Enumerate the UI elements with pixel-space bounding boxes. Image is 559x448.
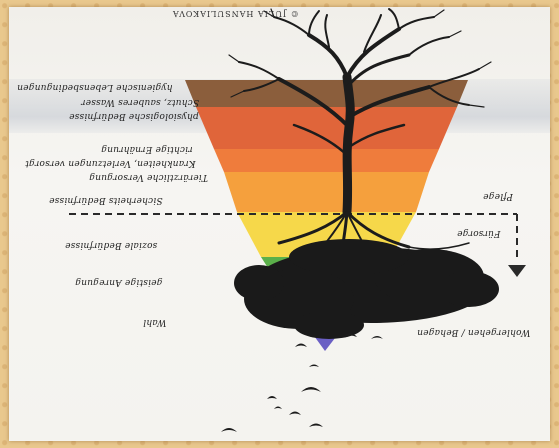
credit-text: © JULIA HANSULIAKOVÁ bbox=[172, 9, 299, 18]
birds bbox=[221, 333, 383, 432]
label-social-needs: soziale Bedürfnisse bbox=[65, 240, 157, 250]
label-vet-care: Tierärztliche Versorgung bbox=[89, 172, 208, 182]
bird-icon bbox=[221, 428, 237, 432]
label-physiological: physiologische Bedürfnisse bbox=[69, 111, 199, 121]
pyramid-band-brown bbox=[185, 80, 468, 107]
label-care: Pflege bbox=[483, 191, 513, 201]
bird-icon bbox=[267, 396, 277, 399]
label-welfare: Fürsorge bbox=[457, 228, 500, 238]
bird-icon bbox=[309, 365, 319, 368]
label-hygiene: hygienische Lebensbedingungen bbox=[17, 82, 173, 92]
label-wellbeing: Wohlergehen / Behagen bbox=[417, 327, 530, 337]
arrow-head-icon bbox=[508, 265, 526, 277]
pyramid-band-orange-mid bbox=[214, 149, 439, 172]
pyramid-band-orange bbox=[224, 172, 429, 212]
poster-paper: © JULIA HANSULIAKOVÁ hygienische Lebensb… bbox=[9, 7, 550, 441]
label-mental-stimulation: geistige Anregung bbox=[75, 277, 162, 287]
label-injuries: Krankheiten, Verletzungen versorgt bbox=[25, 158, 196, 168]
bird-icon bbox=[274, 407, 282, 410]
label-water: Schutz, sauberes Wasser bbox=[81, 97, 199, 107]
bird-icon bbox=[371, 336, 383, 339]
pyramid-band-orange-dark bbox=[196, 107, 457, 149]
label-safety-needs: Sicherheits Bedürfnisse bbox=[49, 195, 163, 205]
bird-icon bbox=[309, 424, 323, 428]
needs-pyramid-illustration bbox=[9, 7, 550, 441]
bird-icon bbox=[289, 412, 301, 416]
bird-icon bbox=[295, 344, 307, 348]
label-food: richtige Ernährung bbox=[101, 144, 193, 154]
label-choice: Wahl bbox=[143, 317, 166, 327]
bird-icon bbox=[301, 387, 321, 392]
